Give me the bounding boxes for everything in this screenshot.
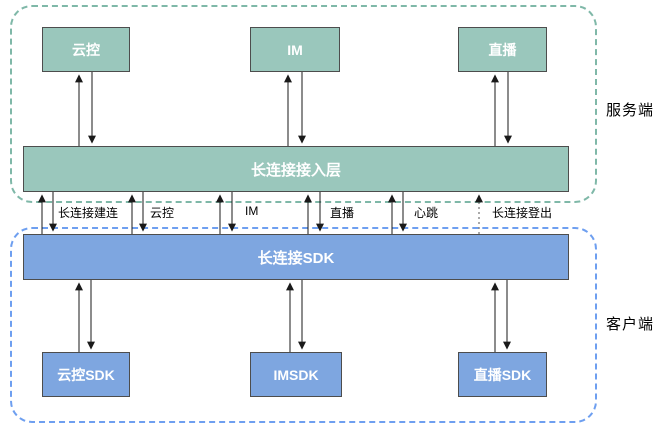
channel-label-logout: 长连接登出 bbox=[492, 206, 553, 220]
channel-label-cloud-control: 云控 bbox=[150, 206, 175, 220]
server-box-live: 直播 bbox=[458, 27, 547, 72]
access-layer-bar: 长连接接入层 bbox=[23, 146, 569, 192]
channel-label-connect: 长连接建连 bbox=[58, 206, 119, 220]
sdk-bar: 长连接SDK bbox=[23, 234, 569, 280]
client-box-live-sdk: 直播SDK bbox=[458, 352, 547, 397]
server-box-im: IM bbox=[250, 27, 340, 72]
client-region-border bbox=[10, 227, 597, 423]
channel-label-im: IM bbox=[245, 204, 259, 218]
client-region-label: 客户端 bbox=[606, 316, 655, 333]
server-box-cloud-control: 云控 bbox=[42, 27, 130, 72]
server-region-label: 服务端 bbox=[606, 102, 655, 119]
channel-label-heartbeat: 心跳 bbox=[414, 206, 439, 220]
channel-label-live: 直播 bbox=[330, 206, 355, 220]
client-box-cloud-control-sdk: 云控SDK bbox=[42, 352, 130, 397]
client-box-imsdk: IMSDK bbox=[250, 352, 342, 397]
server-region-border bbox=[10, 5, 597, 203]
